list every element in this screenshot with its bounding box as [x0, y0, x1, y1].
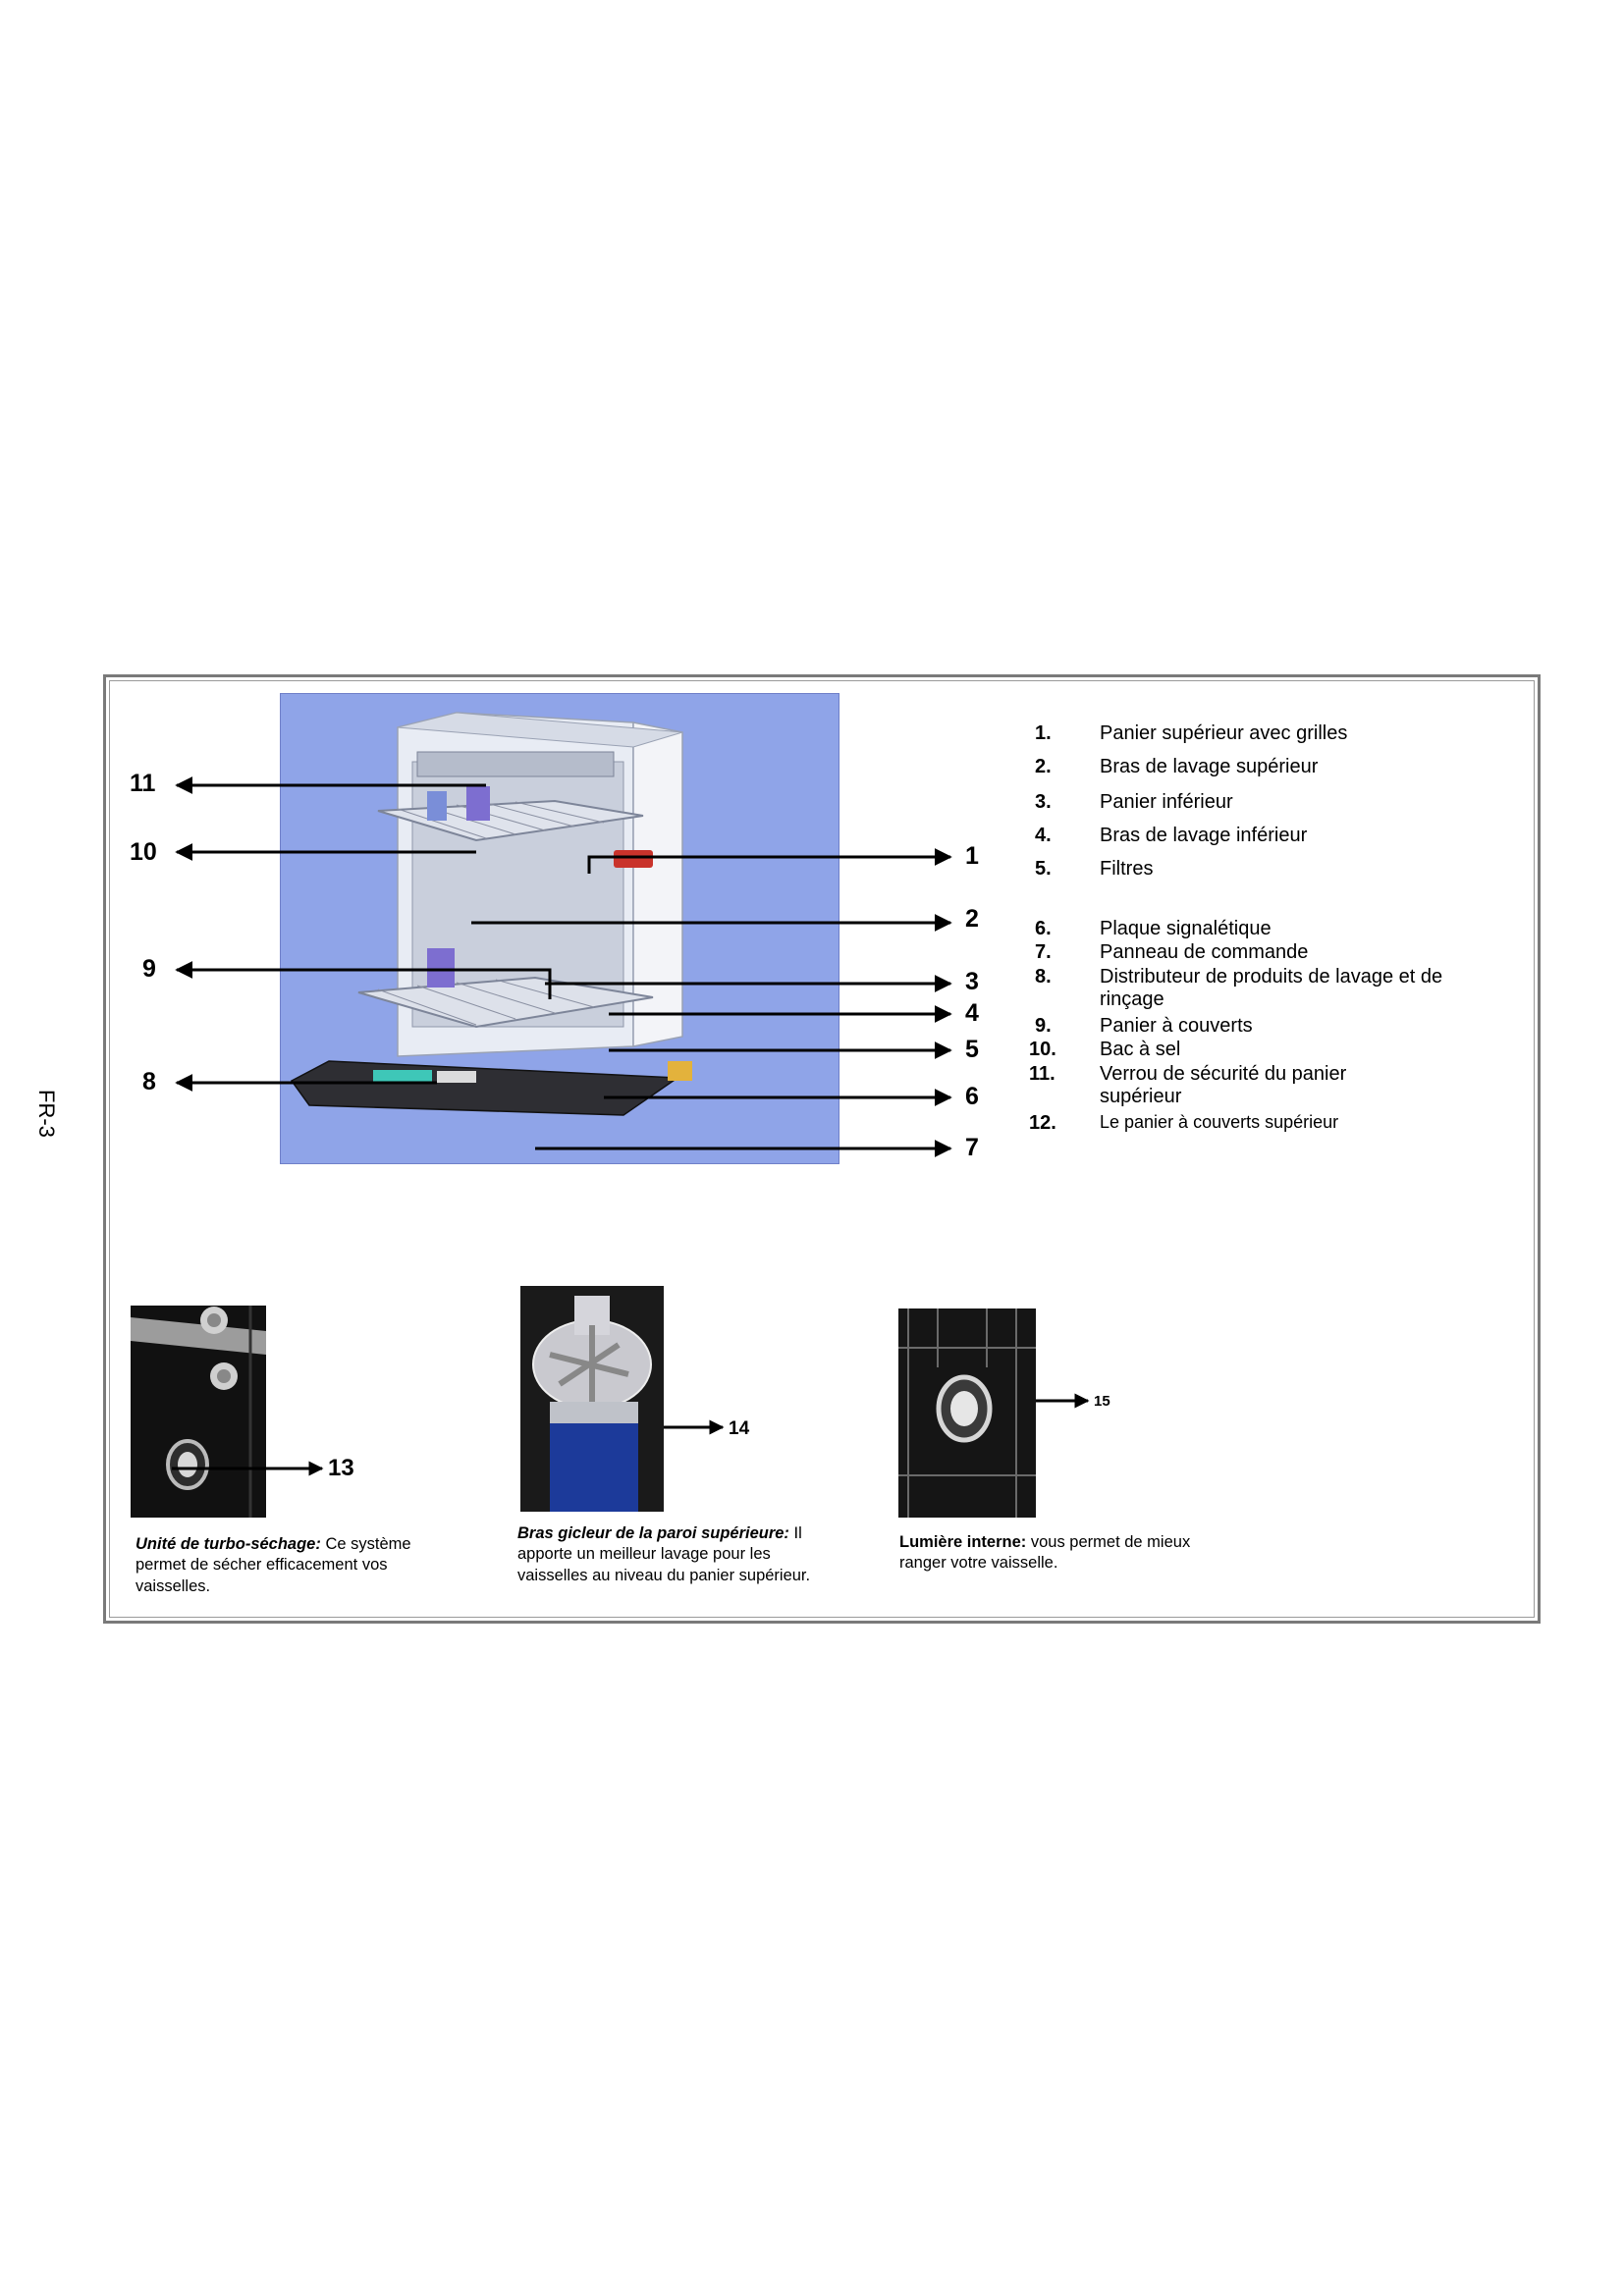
- arrow-1: [587, 848, 952, 874]
- callout-2: 2: [965, 905, 979, 933]
- callout-8: 8: [142, 1068, 156, 1095]
- callout-7: 7: [965, 1134, 979, 1161]
- caption-turbo-drying: Unité de turbo-séchage: Ce système perme…: [135, 1535, 411, 1595]
- callout-4: 4: [965, 999, 979, 1027]
- callout-3: 3: [965, 968, 979, 995]
- turbo-drying-photo: [131, 1306, 266, 1518]
- callout-6: 6: [965, 1083, 979, 1110]
- caption-top-spray-arm: Bras gicleur de la paroi supérieure: Il …: [517, 1524, 811, 1584]
- caption-interior-light: Lumière interne: vous permet de mieux ra…: [899, 1533, 1191, 1573]
- callout-15: 15: [1094, 1393, 1110, 1410]
- figure-frame-inner: [109, 680, 1535, 1618]
- callout-1: 1: [965, 842, 979, 870]
- dishwasher-illustration: [280, 693, 839, 1164]
- callout-5: 5: [965, 1036, 979, 1063]
- callout-10: 10: [130, 838, 157, 866]
- arrow-9: [175, 961, 552, 999]
- interior-light-photo: [898, 1308, 1036, 1518]
- callout-9: 9: [142, 955, 156, 983]
- callout-13: 13: [328, 1455, 354, 1481]
- callout-14: 14: [729, 1418, 750, 1439]
- top-spray-arm-photo: [520, 1286, 664, 1512]
- callout-11: 11: [130, 770, 156, 797]
- figure-frame: [103, 674, 1541, 1624]
